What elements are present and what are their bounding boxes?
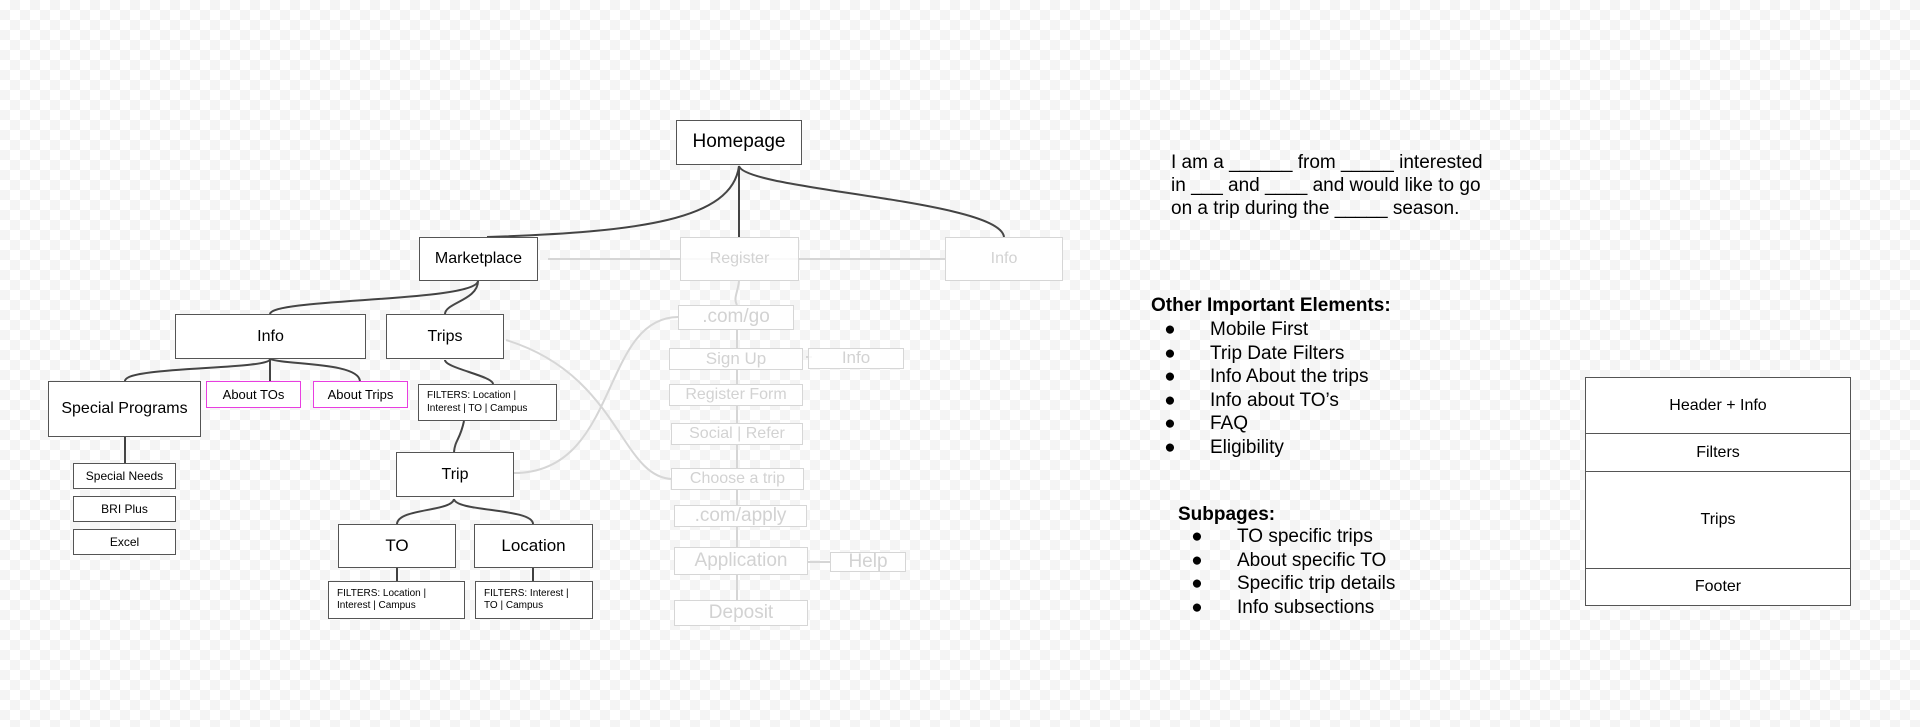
list-item: ●Eligibility <box>1160 436 1460 460</box>
com-go-node[interactable]: .com/go <box>678 305 794 330</box>
wireframe-trips-section: Trips <box>1586 472 1850 569</box>
list-item: ●Trip Date Filters <box>1160 342 1460 366</box>
filters-line: FILTERS: Location | <box>337 587 427 599</box>
info-node[interactable]: Info <box>175 314 366 359</box>
location-filters-node: FILTERS: Interest | TO | Campus <box>475 581 593 619</box>
info-top-node[interactable]: Info <box>945 237 1063 281</box>
register-node[interactable]: Register <box>680 237 799 281</box>
list-item: ●Info about TO’s <box>1160 389 1460 413</box>
help-node[interactable]: Help <box>830 551 906 572</box>
other-elements-list: ●Mobile First ●Trip Date Filters ●Info A… <box>1160 318 1460 460</box>
filters-line: Interest | Campus <box>337 600 416 611</box>
bullet-icon: ● <box>1164 389 1176 411</box>
persona-sentence: I am a ______ from _____ interested in _… <box>1171 151 1511 220</box>
list-item: ●Specific trip details <box>1187 572 1487 596</box>
special-programs-node[interactable]: Special Programs <box>48 381 201 437</box>
about-trips-node[interactable]: About Trips <box>313 381 408 408</box>
bullet-icon: ● <box>1164 413 1176 435</box>
filters-line: Interest | TO | Campus <box>427 402 528 414</box>
trips-node[interactable]: Trips <box>386 314 504 359</box>
sentence-line: on a trip during the _____ season. <box>1171 198 1460 219</box>
list-item: ●About specific TO <box>1187 549 1487 573</box>
to-filters-node: FILTERS: Location | Interest | Campus <box>328 581 465 619</box>
other-elements-title: Other Important Elements: <box>1151 295 1391 316</box>
bullet-icon: ● <box>1164 319 1176 340</box>
marketplace-node[interactable]: Marketplace <box>419 237 538 281</box>
list-item: ●FAQ <box>1160 412 1460 436</box>
page-wireframe: Header + Info Filters Trips Footer <box>1585 377 1851 606</box>
homepage-node[interactable]: Homepage <box>676 120 802 165</box>
about-tos-node[interactable]: About TOs <box>206 381 301 408</box>
subpages-list: ●TO specific trips ●About specific TO ●S… <box>1187 525 1487 619</box>
bri-plus-node[interactable]: BRI Plus <box>73 496 176 522</box>
wireframe-filters-section: Filters <box>1586 434 1850 472</box>
filters-line: FILTERS: Interest | <box>484 587 569 599</box>
trip-node[interactable]: Trip <box>396 452 514 497</box>
list-item: ●TO specific trips <box>1187 525 1487 549</box>
register-form-node[interactable]: Register Form <box>669 384 803 406</box>
bullet-icon: ● <box>1164 366 1176 388</box>
application-node[interactable]: Application <box>674 547 808 575</box>
choose-trip-node[interactable]: Choose a trip <box>671 468 804 490</box>
bullet-icon: ● <box>1191 549 1203 571</box>
list-item: ●Mobile First <box>1160 318 1460 342</box>
location-node[interactable]: Location <box>474 524 593 568</box>
to-node[interactable]: TO <box>338 524 456 568</box>
special-needs-node[interactable]: Special Needs <box>73 463 176 489</box>
social-refer-node[interactable]: Social | Refer <box>671 423 803 445</box>
bullet-icon: ● <box>1191 573 1203 595</box>
filters-line: FILTERS: Location | <box>427 390 517 401</box>
sentence-line: I am a ______ from _____ interested <box>1171 152 1483 173</box>
sign-up-node[interactable]: Sign Up <box>669 348 803 370</box>
bullet-icon: ● <box>1191 526 1203 547</box>
trips-filters-node: FILTERS: Location | Interest | TO | Camp… <box>418 384 557 421</box>
bullet-icon: ● <box>1191 596 1203 618</box>
excel-node[interactable]: Excel <box>73 529 176 555</box>
list-item: ●Info About the trips <box>1160 365 1460 389</box>
com-apply-node[interactable]: .com/apply <box>674 505 807 527</box>
bullet-icon: ● <box>1164 342 1176 364</box>
filters-line: TO | Campus <box>484 600 544 611</box>
subpages-title: Subpages: <box>1178 504 1276 525</box>
list-item: ●Info subsections <box>1187 596 1487 620</box>
deposit-node[interactable]: Deposit <box>674 600 808 626</box>
wireframe-footer-section: Footer <box>1694 577 1742 595</box>
sentence-line: in ___ and ____ and would like to go <box>1171 175 1481 196</box>
bullet-icon: ● <box>1164 436 1176 458</box>
sign-up-info-node[interactable]: Info <box>808 348 904 369</box>
wireframe-header-section: Header + Info <box>1586 378 1850 434</box>
